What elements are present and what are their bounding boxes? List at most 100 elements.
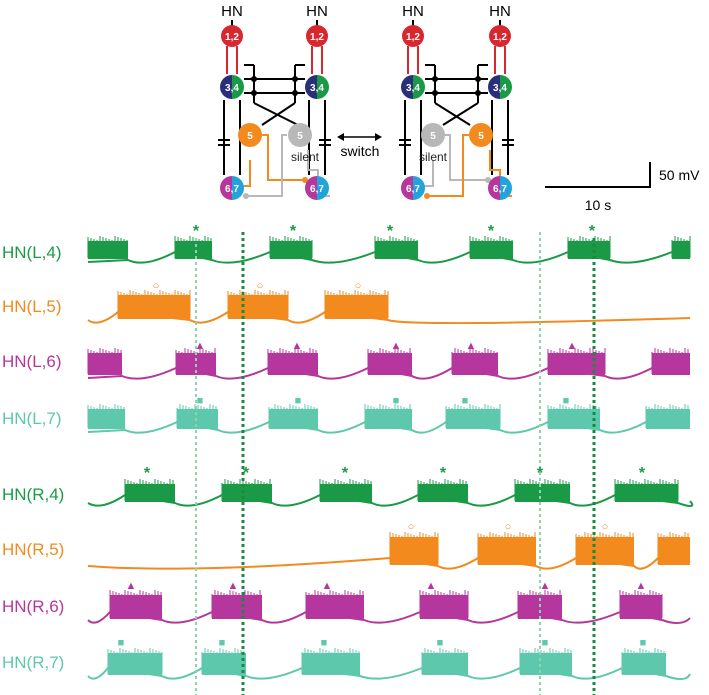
burst-block bbox=[646, 409, 690, 429]
synapse-dot bbox=[251, 76, 257, 82]
trace-baseline bbox=[87, 310, 691, 325]
burst-marker: ■ bbox=[295, 395, 302, 407]
arrow-head-left-icon bbox=[337, 133, 344, 141]
hn-label: HN bbox=[221, 3, 243, 20]
burst-block bbox=[110, 595, 162, 619]
synapse-dot bbox=[424, 193, 430, 199]
switch-indicator: switch bbox=[337, 133, 382, 159]
burst-marker: * bbox=[387, 223, 394, 240]
burst-marker: ■ bbox=[219, 637, 226, 649]
hn-label: HN bbox=[489, 3, 511, 20]
burst-marker: ▲ bbox=[567, 340, 578, 352]
burst-marker: ▲ bbox=[391, 340, 402, 352]
burst-marker: * bbox=[589, 223, 596, 240]
burst-marker: ▲ bbox=[466, 340, 477, 352]
node-hn-5-active: 5 bbox=[238, 123, 262, 147]
burst-marker: * bbox=[342, 465, 349, 482]
trace-labels: HN(L,4) HN(L,5) HN(L,6) HN(L,7) HN(R,4) … bbox=[2, 243, 64, 672]
synapse-dot bbox=[302, 177, 308, 183]
synapse-dot bbox=[243, 193, 249, 199]
trace-label: HN(R,6) bbox=[2, 597, 64, 616]
burst-marker: * bbox=[144, 465, 151, 482]
diagram-nodes: 1,2 1,2 3,4 3,4 5 5 silent 6,7 bbox=[220, 25, 512, 200]
burst-marker: ▲ bbox=[540, 580, 551, 592]
node-label: 1,2 bbox=[493, 32, 507, 43]
node-label: 6,7 bbox=[406, 184, 420, 195]
burst-marker: ▲ bbox=[636, 580, 647, 592]
synapse-dot bbox=[475, 90, 481, 96]
burst-marker: ○ bbox=[408, 521, 415, 533]
burst-marker: ▲ bbox=[195, 340, 206, 352]
trace-label: HN(L,7) bbox=[2, 409, 62, 428]
burst-marker: ■ bbox=[321, 637, 328, 649]
burst-marker: ○ bbox=[602, 521, 609, 533]
burst-marker: ○ bbox=[505, 521, 512, 533]
burst-marker: ▲ bbox=[426, 580, 437, 592]
trace-baseline bbox=[87, 493, 694, 507]
node-label: 3,4 bbox=[310, 83, 324, 94]
arrow-head-right-icon bbox=[375, 133, 382, 141]
burst-marker: ▲ bbox=[292, 340, 303, 352]
reference-lines bbox=[195, 232, 596, 695]
trace-label: HN(L,4) bbox=[2, 243, 62, 262]
burst-block bbox=[520, 653, 572, 675]
burst-marker: * bbox=[488, 223, 495, 240]
hn-label: HN bbox=[306, 3, 328, 20]
synapse-dot bbox=[432, 76, 438, 82]
burst-marker: ■ bbox=[462, 395, 469, 407]
silent-label: silent bbox=[291, 150, 320, 164]
burst-block bbox=[88, 353, 122, 375]
burst-marker: ▲ bbox=[322, 580, 333, 592]
hn-label: HN bbox=[402, 3, 424, 20]
node-label: 1,2 bbox=[225, 32, 239, 43]
burst-marker: * bbox=[243, 465, 250, 482]
synapse-line bbox=[434, 102, 471, 126]
burst-marker: ■ bbox=[563, 395, 570, 407]
burst-marker: * bbox=[537, 465, 544, 482]
silent-label: silent bbox=[419, 150, 448, 164]
node-hn-1-2: 1,2 bbox=[489, 25, 511, 47]
trace-label: HN(R,7) bbox=[2, 653, 64, 672]
burst-marker: ■ bbox=[118, 637, 125, 649]
node-label: 3,4 bbox=[493, 83, 507, 94]
node-hn-5-silent: 5 silent bbox=[288, 123, 320, 164]
burst-marker: ■ bbox=[542, 637, 549, 649]
trace-label: HN(R,4) bbox=[2, 485, 64, 504]
burst-marker: * bbox=[440, 465, 447, 482]
synapse-dot bbox=[475, 76, 481, 82]
burst-block bbox=[548, 409, 600, 429]
scale-bar-lines bbox=[545, 162, 651, 188]
burst-block bbox=[325, 295, 388, 319]
node-hn-1-2: 1,2 bbox=[306, 25, 328, 47]
trace-label: HN(R,5) bbox=[2, 540, 64, 559]
synapse-line bbox=[246, 134, 287, 197]
burst-marker: ■ bbox=[393, 395, 400, 407]
node-label: 5 bbox=[297, 131, 303, 142]
synapse-line bbox=[444, 134, 488, 181]
synapse-dot bbox=[485, 177, 491, 183]
synapse-dot bbox=[432, 90, 438, 96]
trace-label: HN(L,5) bbox=[2, 297, 62, 316]
node-label: 3,4 bbox=[406, 83, 420, 94]
burst-marker: ▲ bbox=[126, 580, 137, 592]
burst-marker: ○ bbox=[153, 280, 160, 292]
scale-time-label: 10 s bbox=[585, 197, 611, 213]
scale-voltage-label: 50 mV bbox=[659, 167, 700, 183]
burst-block bbox=[368, 353, 412, 375]
node-hn-6-7: 6,7 bbox=[220, 176, 244, 200]
switch-label: switch bbox=[341, 143, 380, 159]
node-hn-6-7: 6,7 bbox=[488, 176, 512, 200]
trace-baseline bbox=[87, 610, 691, 624]
circuit-diagram-left: HN HN bbox=[218, 3, 331, 199]
burst-block bbox=[202, 653, 246, 675]
node-label: 5 bbox=[430, 131, 436, 142]
node-hn-6-7: 6,7 bbox=[305, 176, 329, 200]
scale-bar: 50 mV 10 s bbox=[545, 162, 700, 213]
trace-baseline bbox=[87, 556, 659, 570]
node-hn-5-silent: 5 silent bbox=[419, 123, 448, 164]
burst-marker: ○ bbox=[257, 280, 264, 292]
node-label: 1,2 bbox=[310, 32, 324, 43]
node-label: 5 bbox=[247, 131, 253, 142]
burst-marker: * bbox=[290, 223, 297, 240]
